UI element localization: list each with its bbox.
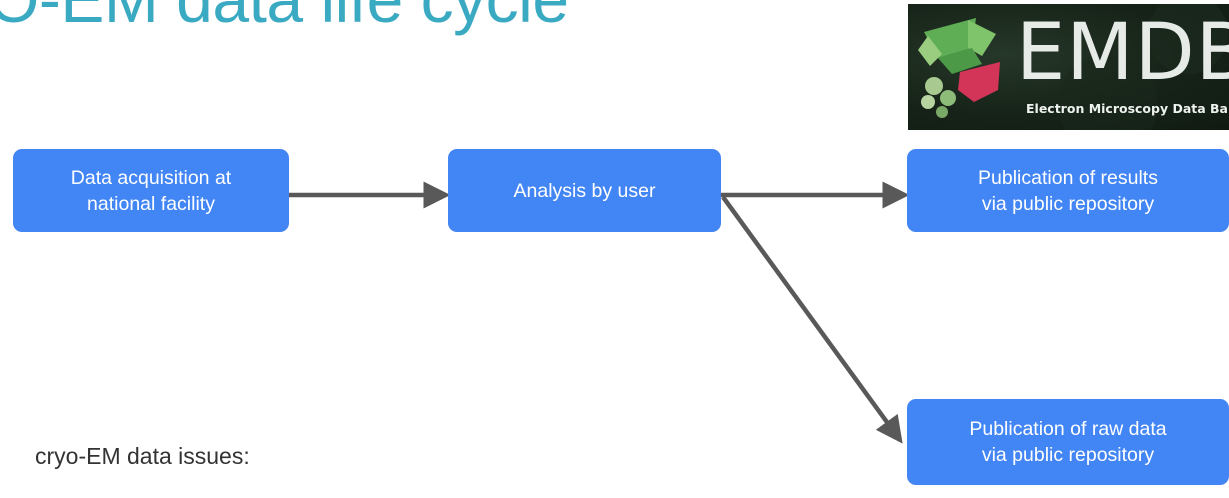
issues-label: cryo-EM data issues: (35, 443, 250, 469)
arrow-analysis-to-raw-data (721, 195, 903, 444)
slide-title: O-EM data life cycle (0, 0, 569, 32)
emdb-logo-icon (918, 4, 1228, 130)
node-publication-raw-data: Publication of raw data via public repos… (907, 399, 1229, 485)
node-publication-results: Publication of results via public reposi… (907, 149, 1229, 232)
node-data-acquisition: Data acquisition at national facility (13, 149, 289, 232)
emdb-wordmark: EMDB (1016, 8, 1229, 98)
emdb-subtitle: Electron Microscopy Data Ban (1026, 101, 1229, 116)
emdb-logo: EMDB Electron Microscopy Data Ban (908, 4, 1229, 130)
node-analysis-by-user: Analysis by user (448, 149, 721, 232)
